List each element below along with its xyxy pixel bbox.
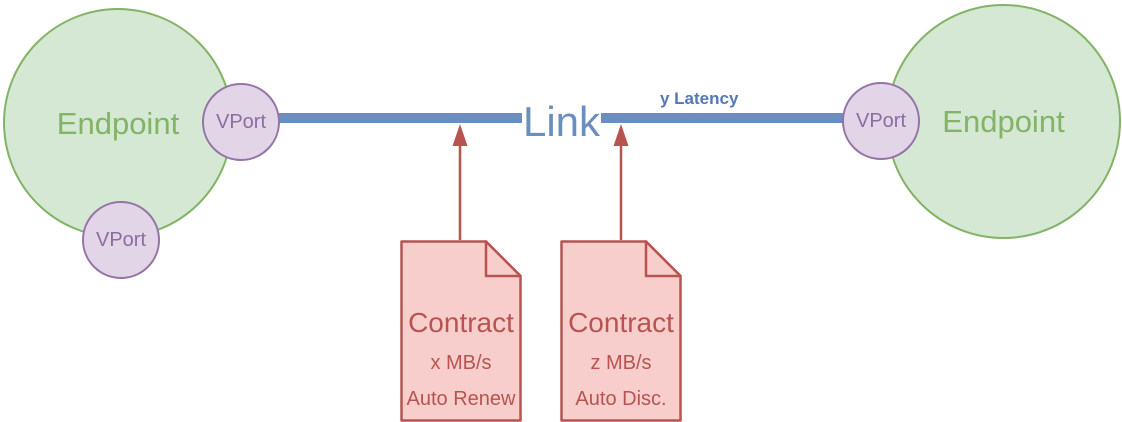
contract-bandwidth: x MB/s (430, 352, 492, 374)
contract-bandwidth: z MB/s (590, 352, 652, 374)
vport-node-left-bottom: VPort (82, 201, 160, 279)
arrow-left (452, 124, 468, 240)
link-label: Link (522, 98, 601, 145)
latency-label: y Latency (660, 89, 739, 108)
vport-label: VPort (215, 111, 267, 133)
vport-label: VPort (95, 229, 147, 251)
vport-node-left-link: VPort (202, 83, 280, 161)
contract-title: Contract (568, 307, 674, 338)
link-label-box: Link (522, 96, 601, 148)
contract-document-right: Contract z MB/s Auto Disc. (560, 240, 682, 422)
contract-document-left: Contract x MB/s Auto Renew (400, 240, 522, 422)
document-icon (560, 240, 682, 422)
contract-title: Contract (408, 307, 514, 338)
vport-label: VPort (855, 110, 907, 132)
endpoint-label: Endpoint (56, 105, 180, 141)
endpoint-node-left: Endpoint (3, 8, 233, 238)
arrow-right (613, 124, 629, 240)
endpoint-node-right: Endpoint (886, 4, 1121, 239)
contract-policy: Auto Renew (406, 388, 516, 410)
vport-node-right-link: VPort (842, 82, 920, 160)
contract-policy: Auto Disc. (575, 388, 667, 410)
endpoint-label: Endpoint (942, 104, 1065, 139)
document-icon (400, 240, 522, 422)
